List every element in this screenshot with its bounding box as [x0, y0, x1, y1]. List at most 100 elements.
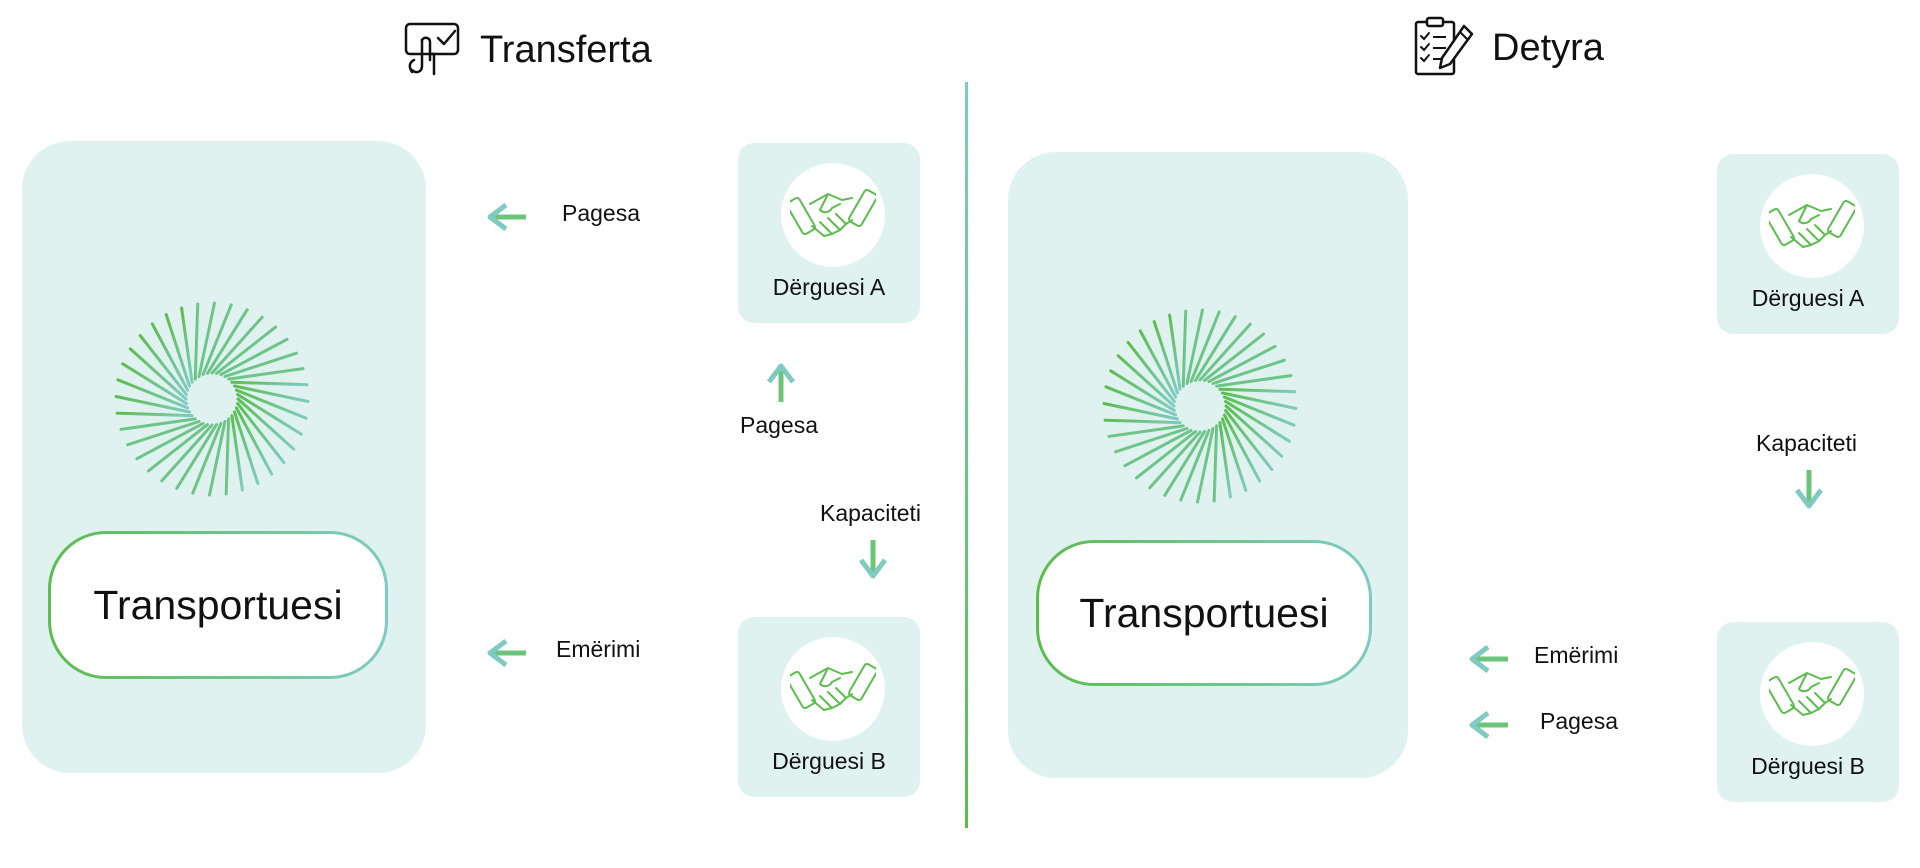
burst-ray [1222, 413, 1262, 483]
burst-ray [1102, 402, 1179, 421]
touch-checkbox-icon [404, 22, 460, 76]
burst-ray [126, 420, 201, 447]
burst-ray [146, 423, 209, 473]
right-card-a: Dërguesi A [1717, 154, 1899, 334]
burst-ray [227, 367, 305, 381]
burst-ray [1224, 404, 1284, 458]
burst-ray [234, 406, 274, 476]
left-hub-panel: Transportuesi [22, 141, 426, 773]
left-arrow-bottom-label: Emërimi [556, 636, 641, 662]
burst-ray [230, 380, 309, 387]
burst-ray [1196, 427, 1215, 504]
burst-ray [1221, 391, 1298, 410]
burst-ray [1185, 308, 1204, 385]
burst-ray [210, 315, 264, 375]
right-arrow-down-label: Kapaciteti [1756, 430, 1858, 456]
burst-ray [224, 417, 231, 496]
burst-ray [1198, 322, 1252, 382]
burst-ray [191, 421, 223, 495]
burst-ray [1138, 329, 1178, 399]
burst-ray [223, 351, 298, 378]
burst-ray [233, 384, 310, 403]
left-card-b: Dërguesi B [738, 617, 920, 797]
burst-ray [1224, 400, 1291, 443]
handshake-icon [790, 189, 876, 237]
burst-ray [138, 333, 188, 396]
burst-ray [1109, 369, 1176, 412]
left-title-text: Transferta [480, 28, 652, 71]
burst-ray [1207, 344, 1277, 384]
burst-ray [1221, 417, 1248, 492]
burst-ray [121, 362, 188, 405]
right-card-b: Dërguesi B [1717, 622, 1899, 802]
burst-ray [1211, 358, 1286, 385]
left-arrow-payment-top [487, 203, 526, 231]
right-title: Detyra [1412, 16, 1604, 80]
burst-ray [128, 347, 188, 401]
right-arrow-bottom-label: Pagesa [1540, 708, 1619, 734]
left-burst-icon [114, 301, 310, 497]
burst-ray [116, 378, 190, 410]
burst-ray [215, 325, 278, 375]
burst-ray [1218, 387, 1297, 394]
right-arrow-mid-label: Emërimi [1534, 642, 1619, 668]
burst-ray [236, 397, 296, 451]
left-arrow-appointment [487, 639, 526, 667]
burst-ray [164, 313, 191, 388]
right-hub-label: Transportuesi [1039, 543, 1369, 683]
handshake-icon [790, 663, 876, 711]
burst-ray [150, 322, 190, 392]
left-arrow-up [767, 363, 795, 402]
burst-ray [1203, 332, 1266, 382]
burst-ray [197, 301, 216, 378]
burst-ray [208, 420, 227, 497]
left-hub-pill: Transportuesi [48, 531, 388, 679]
burst-ray [180, 306, 194, 384]
burst-ray [219, 337, 289, 377]
burst-ray [233, 410, 260, 485]
right-hub-panel: Transportuesi [1008, 152, 1408, 778]
burst-ray [206, 308, 249, 375]
burst-ray [1218, 421, 1232, 499]
burst-ray [1134, 430, 1197, 480]
burst-ray [1114, 427, 1189, 454]
burst-ray [1163, 430, 1206, 497]
burst-ray [1152, 320, 1179, 395]
right-arrow-appointment [1469, 645, 1508, 673]
left-hub-label: Transportuesi [51, 534, 385, 676]
section-divider [965, 82, 968, 828]
burst-ray [1126, 340, 1176, 403]
right-arrow-payment [1469, 711, 1508, 739]
burst-ray [234, 388, 308, 420]
burst-ray [1179, 428, 1211, 502]
burst-ray [236, 393, 303, 436]
burst-ray [1103, 418, 1182, 425]
right-arrow-down [1795, 470, 1823, 509]
burst-ray [1194, 315, 1237, 382]
right-card-b-label: Dërguesi B [1751, 753, 1865, 779]
right-title-text: Detyra [1492, 26, 1604, 69]
burst-ray [1107, 424, 1185, 438]
burst-ray [1222, 395, 1296, 427]
burst-ray [1189, 310, 1221, 384]
left-arrow-down-label: Kapaciteti [820, 500, 922, 526]
left-card-a-label: Dërguesi A [772, 274, 886, 300]
burst-ray [1181, 309, 1188, 388]
burst-ray [1148, 430, 1202, 490]
handshake-icon [1769, 668, 1855, 716]
left-card-a: Dërguesi A [738, 143, 920, 323]
left-arrow-down [859, 540, 887, 579]
left-title: Transferta [400, 18, 652, 82]
burst-ray [119, 417, 197, 431]
burst-ray [115, 411, 194, 418]
burst-ray [201, 303, 233, 377]
burst-ray [1116, 354, 1176, 408]
checklist-pencil-icon [1414, 16, 1474, 76]
right-card-a-label: Dërguesi A [1751, 285, 1865, 311]
burst-ray [1215, 374, 1293, 388]
burst-ray [1104, 385, 1178, 417]
burst-ray [1224, 409, 1274, 472]
right-hub-pill: Transportuesi [1036, 540, 1372, 686]
burst-ray [135, 421, 205, 461]
burst-ray [193, 302, 200, 381]
